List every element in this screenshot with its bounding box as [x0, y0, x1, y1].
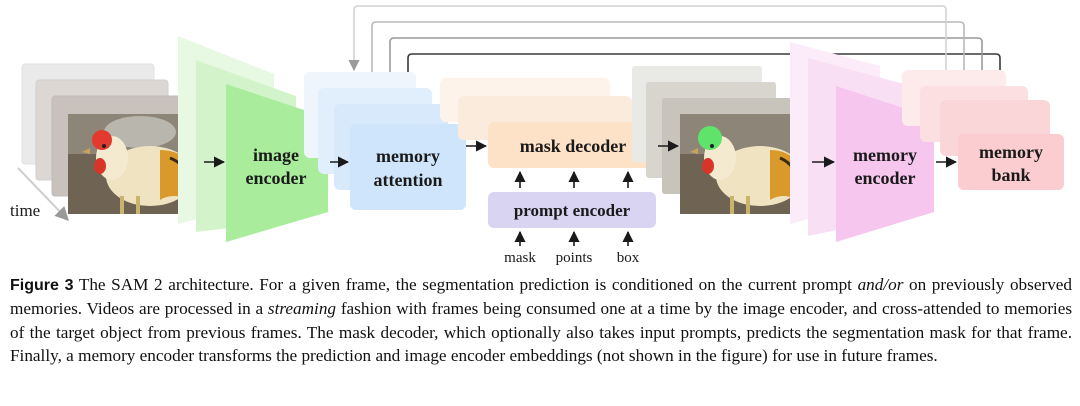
mask-decoder-label: mask decoder — [520, 136, 627, 156]
memory-bank-label-2: bank — [991, 165, 1030, 185]
prompt-to-decoder-arrows — [514, 170, 634, 188]
prompt-box-label: box — [617, 250, 640, 266]
memory-encoder-label-1: memory — [853, 145, 917, 165]
memory-attention-label-1: memory — [376, 146, 440, 166]
main-flow-arrows — [204, 140, 958, 168]
caption-text-3: on previously observed memories. Videos … — [10, 275, 1073, 319]
output-frame-image — [680, 114, 810, 214]
prompt-inputs — [514, 230, 634, 246]
caption-text-2: and/or — [857, 275, 904, 294]
mask-decoder: mask decoder — [488, 122, 658, 168]
time-axis: time — [10, 167, 69, 222]
input-frame-image — [68, 114, 202, 214]
memory-bank: memory bank — [902, 70, 1064, 190]
image-encoder-label-2: encoder — [246, 168, 307, 188]
caption-label: Figure 3 — [10, 277, 74, 294]
architecture-diagram: time image encoder memory attention mask… — [10, 5, 1064, 266]
memory-feedback-lines — [348, 5, 1001, 120]
prompt-points-label: points — [556, 250, 593, 266]
prompt-mask-label: mask — [504, 250, 536, 266]
memory-attention-label-2: attention — [374, 170, 443, 190]
caption-text-4: streaming — [267, 299, 337, 319]
time-label: time — [10, 201, 40, 220]
memory-bank-label-1: memory — [979, 142, 1043, 162]
memory-attention: memory attention — [350, 124, 466, 210]
prompt-encoder: prompt encoder — [488, 192, 656, 228]
figure-caption: Figure 3 The SAM 2 architecture. For a g… — [10, 273, 1072, 368]
caption-text-5: fashion with frames being consumed one a… — [10, 299, 1073, 366]
image-encoder-label-1: image — [253, 145, 299, 165]
memory-encoder-label-2: encoder — [855, 168, 916, 188]
caption-text-1: The SAM 2 architecture. For a given fram… — [73, 275, 858, 294]
image-encoder: image encoder — [178, 36, 328, 242]
prompt-encoder-label: prompt encoder — [514, 201, 631, 220]
